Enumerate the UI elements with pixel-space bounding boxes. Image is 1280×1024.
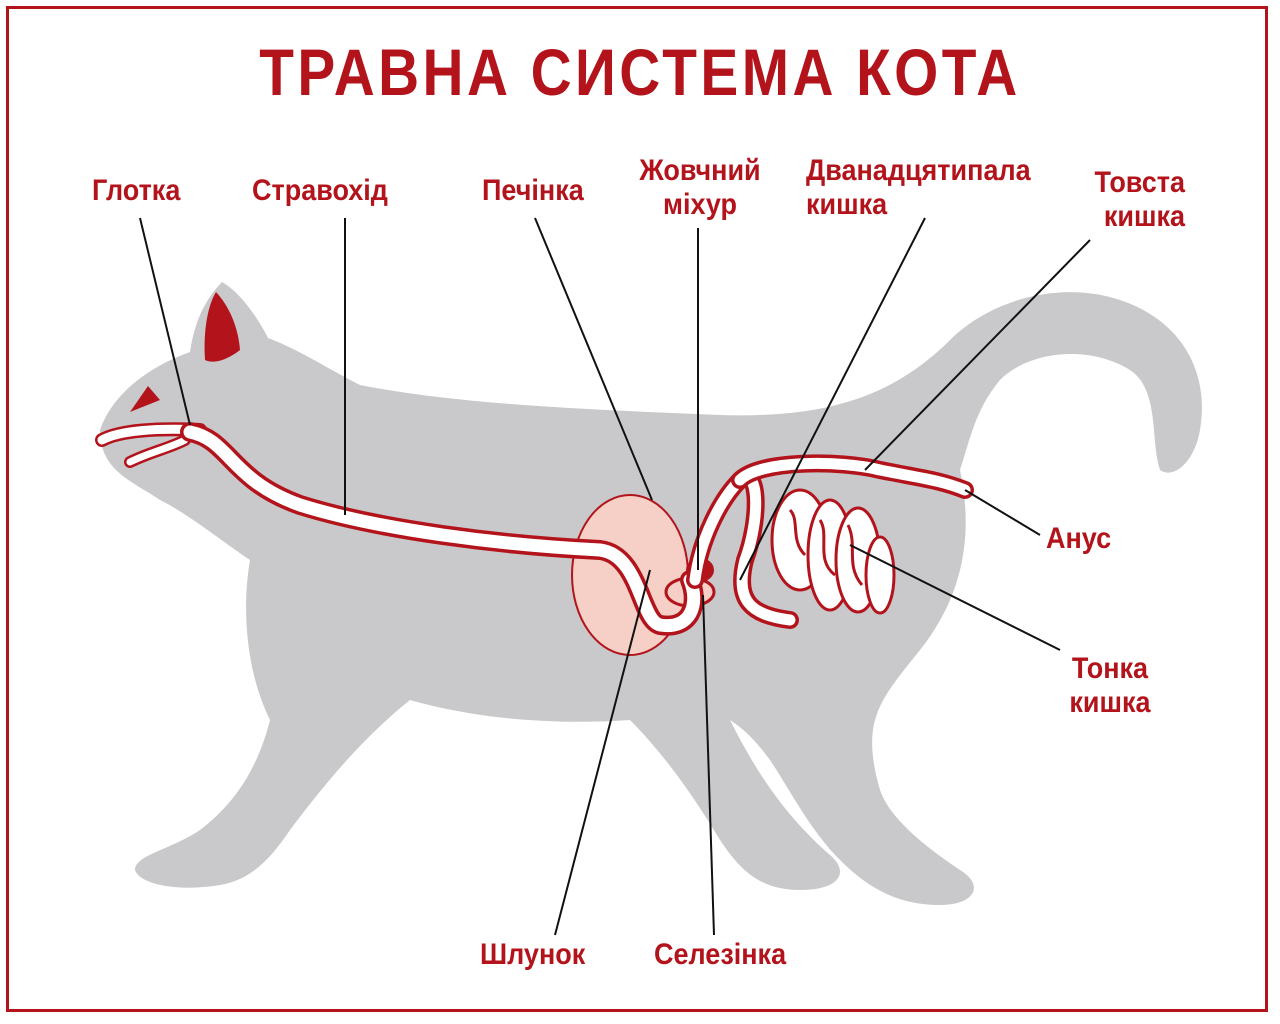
pointer-lines (139, 217, 1091, 936)
cat-ear (204, 292, 240, 362)
label-small-intestine: Тонка кишка (1069, 652, 1151, 719)
label-pharynx: Глотка (92, 174, 181, 207)
border-frame (6, 6, 1268, 1012)
small-intestine-coils (770, 488, 896, 615)
label-anus: Анус (1046, 522, 1112, 555)
label-gallbladder: Жовчний міхур (639, 154, 761, 221)
label-liver: Печінка (482, 174, 584, 207)
diagram-title: ТРАВНА СИСТЕМА КОТА (259, 35, 1021, 109)
cat-eye (130, 386, 160, 412)
label-large-intestine: Товста кишка (1094, 166, 1185, 233)
label-spleen: Селезінка (654, 938, 787, 971)
label-duodenum: Дванадцятипала кишка (806, 154, 1031, 221)
label-stomach: Шлунок (480, 938, 586, 971)
label-esophagus: Стравохід (252, 174, 388, 207)
